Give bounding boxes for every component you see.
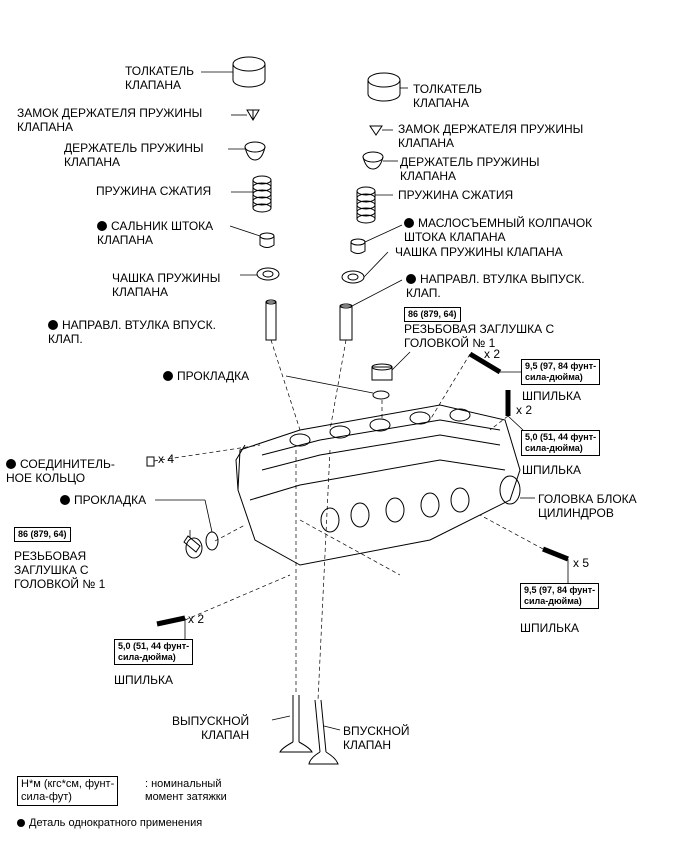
stem-seal-left-part	[259, 232, 275, 248]
exhaust-valve-part	[279, 695, 313, 753]
non-reusable-dot	[17, 819, 25, 827]
oring-label: СОЕДИНИТЕЛЬ- НОЕ КОЛЬЦО	[6, 457, 115, 485]
retainer-left-part	[244, 141, 266, 161]
valve-lifter-left-part	[232, 56, 266, 88]
seal-right-text: МАСЛОСЪЕМНЫЙ КОЛПАЧОК ШТОКА КЛАПАНА	[404, 216, 593, 244]
plug-left-label: РЕЗЬБОВАЯ ЗАГЛУШКА С ГОЛОВКОЙ № 1	[14, 549, 106, 591]
torque-plug-right: 86 (879, 64)	[404, 307, 461, 322]
non-reusable-dot	[406, 274, 416, 284]
gasket-left-text: ПРОКЛАДКА	[74, 493, 147, 507]
cylinder-head-label: ГОЛОВКА БЛОКА ЦИЛИНДРОВ	[538, 492, 637, 520]
plug-left-part	[183, 535, 203, 559]
guide-exhaust-text: НАПРАВЛ. ВТУЛКА ВЫПУСК. КЛАП.	[406, 272, 585, 300]
seal-right-label: МАСЛОСЪЕМНЫЙ КОЛПАЧОК ШТОКА КЛАПАНА	[404, 216, 592, 244]
stud-3-multiplier: x 2	[188, 612, 205, 626]
intake-valve-label: ВПУСКНОЙ КЛАПАН	[343, 724, 410, 752]
retainer-left-label: ДЕРЖАТЕЛЬ ПРУЖИНЫ КЛАПАНА	[64, 141, 204, 169]
torque-plug-left: 86 (879, 64)	[14, 527, 71, 542]
stud-4-label: ШПИЛЬКА	[520, 621, 579, 635]
oring-multiplier: x 4	[158, 452, 175, 466]
gasket-top-label: ПРОКЛАДКА	[163, 369, 249, 383]
plug-right-label: РЕЗЬБОВАЯ ЗАГЛУШКА С ГОЛОВКОЙ № 1	[404, 322, 555, 350]
seal-left-label: САЛЬНИК ШТОКА КЛАПАНА	[97, 219, 213, 247]
stud-4-part	[542, 546, 569, 562]
legend-non-reusable: Деталь однократного применения	[17, 817, 202, 830]
guide-exhaust-label: НАПРАВЛ. ВТУЛКА ВЫПУСК. КЛАП.	[406, 272, 585, 300]
legend-unit-description: : номинальный момент затяжки	[145, 778, 227, 803]
retainer-lock-left-part	[246, 109, 260, 121]
gasket-left-part	[205, 531, 219, 551]
spring-left-label: ПРУЖИНА СЖАТИЯ	[96, 184, 212, 198]
retainer-right-label: ДЕРЖАТЕЛЬ ПРУЖИНЫ КЛАПАНА	[400, 155, 540, 183]
gasket-top-part	[372, 390, 390, 400]
valve-lifter-right-part	[367, 72, 401, 102]
stud-3-label: ШПИЛЬКА	[114, 673, 173, 687]
spring-seat-right-part	[341, 270, 365, 284]
torque-stud-4: 9,5 (97, 84 фунт- сила-дюйма)	[520, 583, 600, 609]
seat-left-label: ЧАШКА ПРУЖИНЫ КЛАПАНА	[112, 271, 221, 299]
spring-right-part	[356, 186, 376, 224]
spring-right-label: ПРУЖИНА СЖАТИЯ	[398, 188, 514, 202]
cylinder-head-part	[235, 404, 521, 566]
oring-part	[146, 456, 155, 467]
stud-1-multiplier: x 2	[484, 347, 501, 361]
stud-4-multiplier: x 5	[573, 556, 590, 570]
non-reusable-dot	[404, 218, 414, 228]
stud-3-part	[156, 615, 186, 627]
retainer-lock-right-label: ЗАМОК ДЕРЖАТЕЛЯ ПРУЖИНЫ КЛАПАНА	[398, 122, 584, 150]
stud-1-label: ШПИЛЬКА	[522, 389, 581, 403]
guide-intake-text: НАПРАВЛ. ВТУЛКА ВПУСК. КЛАП.	[48, 318, 216, 346]
guide-exhaust-part	[339, 303, 353, 341]
spring-left-part	[252, 175, 272, 213]
stud-2-label: ШПИЛЬКА	[522, 463, 581, 477]
legend-non-reusable-text: Деталь однократного применения	[29, 817, 203, 829]
torque-stud-1: 9,5 (97, 84 фунт- сила-дюйма)	[521, 359, 601, 385]
retainer-right-part	[362, 151, 384, 170]
exhaust-valve-label: ВЫПУСКНОЙ КЛАПАН	[172, 714, 250, 742]
stud-2-multiplier: x 2	[516, 403, 533, 417]
oring-text: СОЕДИНИТЕЛЬ- НОЕ КОЛЬЦО	[6, 457, 115, 485]
legend-unit-box: Н*м (кгс*см, фунт- сила-фут)	[17, 776, 119, 806]
non-reusable-dot	[60, 495, 70, 505]
torque-stud-3: 5,0 (51, 44 фунт- сила-дюйма)	[114, 639, 194, 665]
stem-seal-right-part	[350, 238, 366, 254]
intake-valve-part	[308, 699, 339, 765]
guide-intake-part	[265, 299, 277, 341]
non-reusable-dot	[48, 320, 58, 330]
lifter-left-label: ТОЛКАТЕЛЬ КЛАПАНА	[125, 64, 195, 92]
lifter-right-label: ТОЛКАТЕЛЬ КЛАПАНА	[413, 82, 483, 110]
seat-right-label: ЧАШКА ПРУЖИНЫ КЛАПАНА	[395, 245, 563, 259]
spring-seat-left-part	[256, 267, 280, 281]
seal-left-text: САЛЬНИК ШТОКА КЛАПАНА	[97, 219, 214, 247]
retainer-lock-right-part	[369, 125, 383, 136]
stud-1-part	[468, 351, 502, 375]
torque-stud-2: 5,0 (51, 44 фунт- сила-дюйма)	[521, 430, 601, 456]
retainer-lock-left-label: ЗАМОК ДЕРЖАТЕЛЯ ПРУЖИНЫ КЛАПАНА	[17, 106, 203, 134]
non-reusable-dot	[163, 371, 173, 381]
guide-intake-label: НАПРАВЛ. ВТУЛКА ВПУСК. КЛАП.	[48, 318, 216, 346]
gasket-left-label: ПРОКЛАДКА	[60, 493, 146, 507]
non-reusable-dot	[97, 221, 107, 231]
gasket-top-text: ПРОКЛАДКА	[177, 369, 250, 383]
plug-right-part	[371, 363, 393, 381]
non-reusable-dot	[6, 459, 16, 469]
